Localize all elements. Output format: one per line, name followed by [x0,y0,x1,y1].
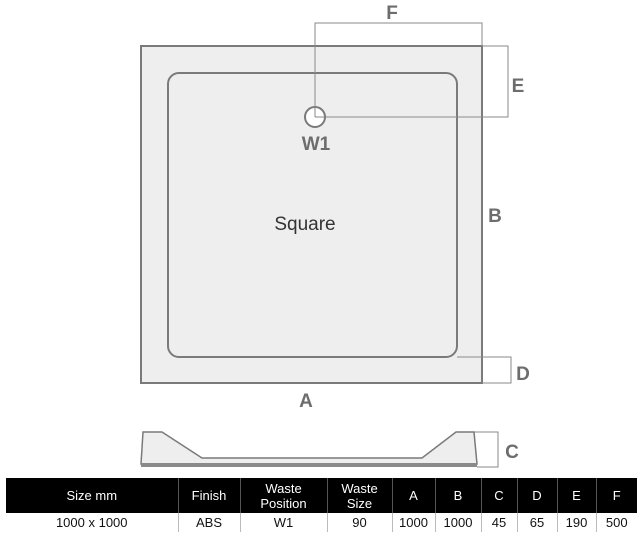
tray-profile-base [141,463,477,467]
cell-f: 500 [605,515,628,530]
cell-c: 45 [481,513,518,532]
cell-finish: ABS [178,513,241,532]
dim-label-a: A [299,391,313,412]
header-f: F [596,478,637,513]
header-waste-position: Waste Position [240,478,328,513]
cell-e: 190 [557,513,597,532]
cell-waste-position: W1 [240,513,328,532]
header-size: Size mm [6,478,179,513]
waste-label: W1 [302,134,331,155]
dim-label-e: E [512,76,525,97]
dim-label-c: C [505,442,519,463]
tray-diagram: F E B D A C W1 Square [140,3,530,468]
cell-a: 1000 [392,513,436,532]
header-d: D [517,478,558,513]
dim-label-d: D [516,364,530,385]
dim-label-b: B [488,206,502,227]
header-waste-size: Waste Size [327,478,393,513]
tray-inner-basin [167,72,458,358]
spec-table: Size mm Finish Waste Position Waste Size… [6,478,637,532]
cell-waste-size: 90 [327,513,393,532]
cell-d: 65 [517,513,558,532]
header-finish: Finish [178,478,241,513]
header-a: A [392,478,436,513]
table-row: 1000 x 1000 ABS W1 90 1000 1000 45 65 19… [6,513,637,532]
cell-b: 1000 [435,513,482,532]
header-c: C [481,478,518,513]
header-b: B [435,478,482,513]
header-e: E [557,478,597,513]
cell-size: 1000 x 1000 [6,513,179,532]
tray-profile [140,431,478,465]
dimension-lines [314,22,512,468]
dim-label-f: F [386,3,398,24]
table-header-row: Size mm Finish Waste Position Waste Size… [6,478,637,513]
shape-label: Square [274,214,335,235]
